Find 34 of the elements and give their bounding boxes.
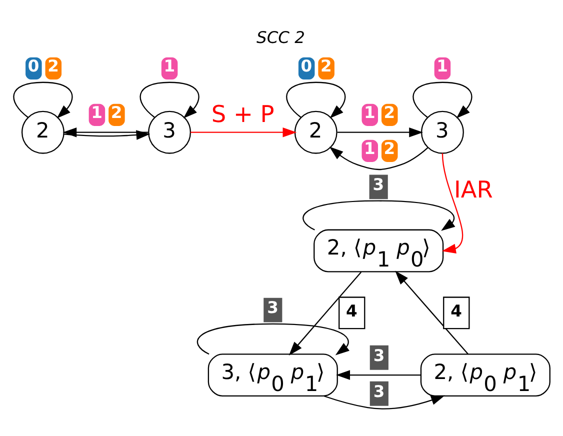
node-circle: 2: [21, 110, 64, 154]
node-circle: 2: [294, 110, 338, 154]
node-circle: 3: [420, 110, 464, 154]
edge-label: 1: [436, 56, 448, 76]
arrow: [13, 82, 73, 118]
arrow: [412, 82, 472, 118]
edge-label: 1: [164, 56, 176, 76]
arrow: [288, 272, 362, 356]
edge-label: 3: [373, 346, 385, 365]
diagram-title: SCC 2: [256, 28, 306, 48]
arrow: [336, 370, 421, 380]
edge-label: 3: [267, 298, 278, 318]
edge-label: 0 2: [300, 56, 332, 76]
edge-label: 1 2: [364, 139, 396, 158]
edge-label: 4: [450, 302, 462, 321]
edge-label: 4: [346, 302, 358, 321]
arrow: [196, 323, 350, 356]
arrow: [324, 395, 445, 410]
arrow: [337, 127, 424, 138]
arrow: [442, 153, 464, 254]
edge-label: S + P: [211, 100, 274, 128]
arrow: [286, 82, 346, 118]
arrow: [302, 200, 456, 231]
arrow: [62, 127, 148, 138]
edge-label: 1 2: [91, 103, 122, 122]
edge-label: 1 2: [364, 103, 396, 122]
arrow: [190, 127, 297, 138]
edge-label: 3: [372, 175, 384, 194]
arrow: [329, 146, 428, 170]
edge-label: 3: [373, 382, 385, 401]
arrow: [140, 82, 200, 118]
edge-label: IAR: [454, 176, 493, 204]
edge-label: 0 2: [28, 56, 59, 76]
node-circle: 3: [148, 110, 192, 154]
